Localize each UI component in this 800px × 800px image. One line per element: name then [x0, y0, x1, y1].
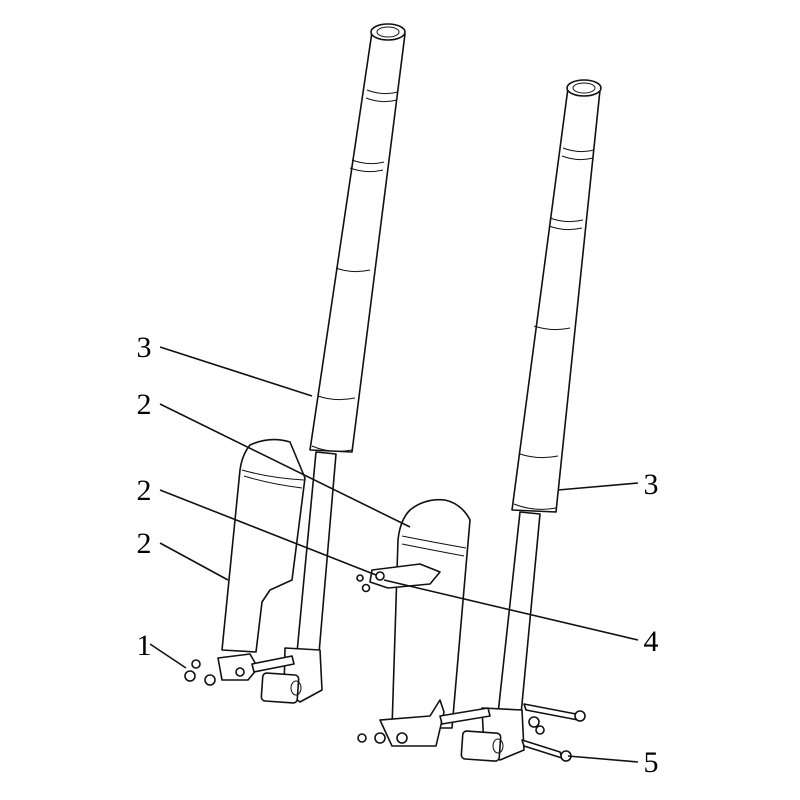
callout-5: 5 [644, 746, 659, 779]
left-upper-tube [309, 31, 406, 453]
left-bolts [184, 659, 245, 686]
left-tube-cap [370, 23, 406, 41]
callout-1: 1 [137, 629, 152, 662]
right-bolts [521, 703, 586, 762]
left-fork-leg [184, 23, 406, 704]
right-small-bracket [369, 563, 441, 589]
callout-2-b: 2 [137, 474, 152, 507]
right-fork-leg [356, 79, 602, 762]
callout-4: 4 [644, 625, 659, 658]
leader-lines [149, 346, 639, 763]
callout-2-a: 2 [137, 388, 152, 421]
callout-3-left: 3 [137, 331, 152, 364]
callout-3-right: 3 [644, 468, 659, 501]
left-fork-guard [221, 438, 306, 653]
callout-2-c: 2 [137, 527, 152, 560]
right-tube-cap [566, 79, 602, 97]
callouts: 3 2 2 2 1 3 4 5 [137, 331, 659, 779]
right-fork-guard [391, 498, 471, 729]
